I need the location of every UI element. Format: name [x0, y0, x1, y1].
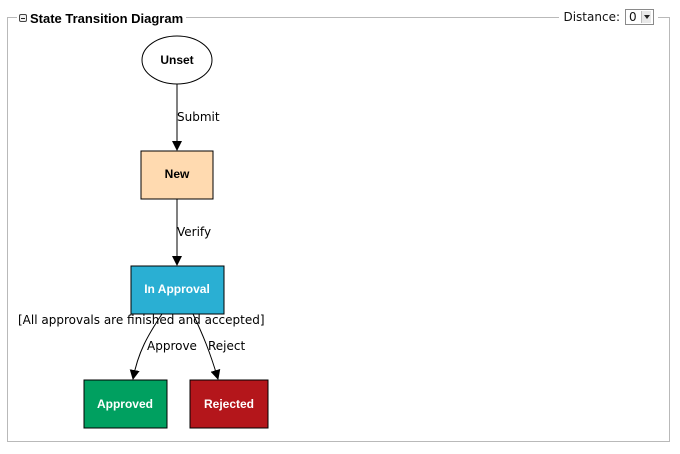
state-label-approved: Approved	[97, 397, 153, 411]
state-box-in-approval	[130, 265, 225, 315]
state-diagram-panel	[7, 17, 670, 442]
collapse-icon[interactable]	[19, 14, 27, 22]
state-box-rejected	[189, 379, 269, 429]
state-node-in-approval[interactable]: In Approval	[130, 265, 225, 315]
transition-approve-label: Approve	[147, 339, 197, 353]
edge-approve	[129, 313, 163, 380]
state-node-new[interactable]: New	[140, 150, 214, 200]
transition-submit-label: Submit	[177, 110, 220, 124]
state-box-approved	[83, 379, 168, 429]
transition-reject-label: Reject	[208, 339, 245, 353]
distance-control: Distance: 0	[559, 7, 658, 27]
state-node-unset[interactable]: Unset	[141, 35, 213, 85]
transition-verify-label: Verify	[177, 225, 211, 239]
panel-legend: State Transition Diagram	[17, 9, 187, 27]
state-box-new	[140, 150, 214, 200]
distance-select[interactable]: 0	[625, 9, 654, 25]
distance-value: 0	[629, 10, 637, 24]
panel-title: State Transition Diagram	[30, 10, 184, 26]
state-label-unset: Unset	[160, 53, 193, 67]
edge-reject	[192, 313, 221, 380]
transition-guard-label: [All approvals are finished and accepted…	[18, 313, 265, 327]
state-label-new: New	[165, 167, 190, 181]
distance-label: Distance:	[563, 10, 620, 24]
chevron-down-icon[interactable]	[641, 11, 651, 23]
state-label-in-approval: In Approval	[144, 282, 210, 296]
state-node-approved[interactable]: Approved	[83, 379, 168, 429]
state-node-rejected[interactable]: Rejected	[189, 379, 269, 429]
state-label-rejected: Rejected	[204, 397, 254, 411]
